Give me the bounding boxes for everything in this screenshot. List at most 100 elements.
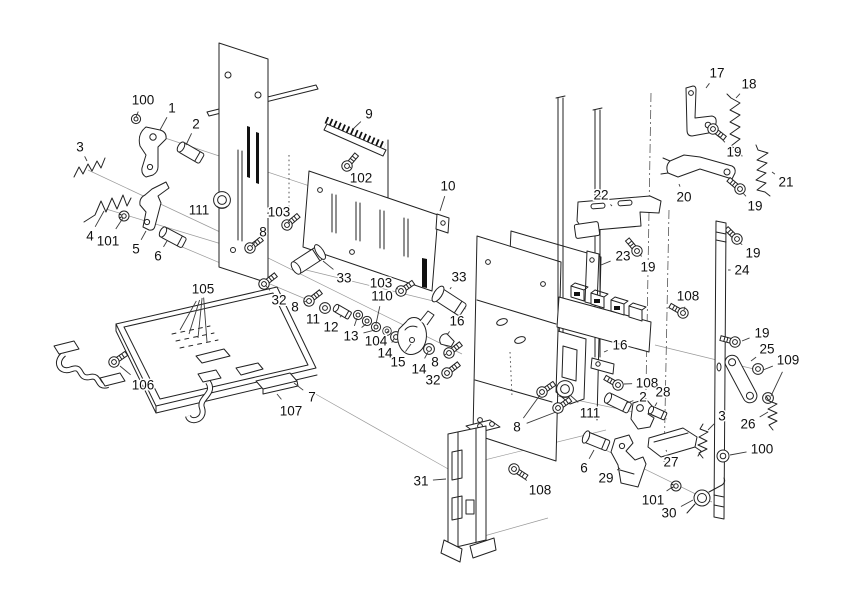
part-callout-17: 17 bbox=[709, 66, 724, 81]
part-callout-27: 27 bbox=[663, 455, 678, 470]
leader-line bbox=[439, 195, 446, 212]
leader-line bbox=[424, 351, 429, 359]
torsion-spring-30-shape bbox=[686, 477, 726, 514]
part-callout-21: 21 bbox=[778, 175, 793, 190]
leader-line bbox=[610, 204, 613, 207]
cam-15-shape bbox=[397, 317, 427, 355]
part-callout-107: 107 bbox=[280, 404, 303, 419]
part-callout-28: 28 bbox=[655, 385, 670, 400]
part-callout-3: 3 bbox=[76, 140, 84, 155]
part-callout-100: 100 bbox=[132, 93, 155, 108]
leader-line bbox=[569, 394, 579, 403]
leader-line bbox=[683, 306, 686, 311]
panel-10-shape bbox=[302, 170, 439, 292]
ring-100-shape bbox=[130, 113, 142, 125]
leader-line bbox=[729, 451, 747, 456]
leader-line bbox=[396, 287, 399, 290]
lever-17-shape bbox=[685, 85, 717, 137]
leader-line bbox=[349, 166, 352, 169]
leader-line bbox=[443, 353, 447, 356]
part-callout-108: 108 bbox=[529, 483, 552, 498]
leader-line bbox=[304, 300, 307, 303]
part-callout-10: 10 bbox=[440, 179, 455, 194]
leader-line bbox=[654, 402, 658, 407]
frame-plate-shape bbox=[472, 235, 562, 462]
washer-11-shape bbox=[319, 302, 331, 314]
link-25-shape bbox=[724, 354, 758, 404]
e-ring-101-shape bbox=[118, 210, 130, 222]
part-callout-105: 105 bbox=[192, 282, 215, 297]
leader-line bbox=[526, 411, 557, 424]
roller-13-shape bbox=[352, 309, 364, 321]
part-callout-12: 12 bbox=[323, 320, 338, 335]
spring-3-shape bbox=[73, 157, 106, 178]
left-lever-assembly bbox=[73, 42, 319, 284]
circuit-board-7-shape bbox=[115, 286, 317, 407]
leader-line bbox=[762, 365, 773, 371]
part-callout-9: 9 bbox=[365, 107, 373, 122]
leader-line bbox=[521, 476, 528, 481]
leader-line bbox=[119, 365, 131, 376]
part-callout-16: 16 bbox=[612, 338, 627, 353]
part-callout-1: 1 bbox=[168, 101, 176, 116]
center-panel-assembly bbox=[302, 116, 450, 292]
leader-line bbox=[287, 220, 291, 224]
leader-line bbox=[750, 356, 757, 362]
spring-3b-shape bbox=[697, 423, 709, 459]
part-callout-8: 8 bbox=[291, 300, 299, 315]
part-callout-31: 31 bbox=[413, 474, 428, 489]
leader-line bbox=[626, 400, 634, 404]
part-callout-6: 6 bbox=[154, 249, 162, 264]
part-callout-109: 109 bbox=[777, 353, 800, 368]
part-callout-8: 8 bbox=[431, 355, 439, 370]
part-callout-33: 33 bbox=[451, 270, 466, 285]
leader-line bbox=[276, 393, 282, 400]
roller-12-shape bbox=[331, 302, 353, 320]
leader-layer bbox=[84, 83, 783, 507]
leader-line bbox=[203, 297, 208, 343]
leader-line bbox=[639, 253, 642, 257]
leader-line bbox=[522, 394, 541, 419]
bushing-2-shape bbox=[175, 140, 206, 165]
part-callout-14: 14 bbox=[411, 362, 427, 377]
part-callout-3: 3 bbox=[718, 409, 726, 424]
part-callout-101: 101 bbox=[97, 234, 120, 249]
leader-line bbox=[363, 329, 376, 334]
leader-line bbox=[188, 299, 201, 335]
left-panel-shape bbox=[218, 42, 269, 284]
part-callout-8: 8 bbox=[513, 420, 521, 435]
part-callout-13: 13 bbox=[343, 329, 358, 344]
part-callout-24: 24 bbox=[734, 263, 750, 278]
leader-line bbox=[385, 330, 389, 334]
part-callout-111: 111 bbox=[189, 203, 210, 218]
leader-line bbox=[739, 242, 743, 246]
part-callout-5: 5 bbox=[132, 242, 140, 257]
leader-line bbox=[666, 487, 672, 492]
leader-line bbox=[405, 343, 412, 352]
leader-line bbox=[361, 323, 367, 328]
leader-line bbox=[771, 171, 776, 175]
part-callout-6: 6 bbox=[580, 461, 588, 476]
leader-line bbox=[265, 285, 271, 291]
nut-100b-shape bbox=[716, 449, 730, 463]
part-callout-106: 106 bbox=[132, 378, 155, 393]
leader-line bbox=[718, 135, 726, 143]
leader-line bbox=[665, 449, 668, 452]
leader-line bbox=[339, 314, 343, 318]
e-ring-101b-shape bbox=[670, 480, 682, 492]
lever-1-shape bbox=[138, 126, 167, 178]
part-callout-26: 26 bbox=[740, 417, 755, 432]
part-callout-30: 30 bbox=[661, 506, 676, 521]
part-callout-14: 14 bbox=[377, 346, 393, 361]
right-linkage-assembly bbox=[573, 85, 778, 520]
leader-line bbox=[115, 217, 124, 230]
knob-111b-shape bbox=[556, 380, 574, 398]
part-callout-2: 2 bbox=[639, 390, 647, 405]
leader-line bbox=[140, 230, 147, 241]
circuit-board-assembly bbox=[53, 286, 318, 424]
part-callout-25: 25 bbox=[759, 342, 774, 357]
leader-line bbox=[705, 83, 710, 89]
part-callout-11: 11 bbox=[306, 312, 320, 327]
